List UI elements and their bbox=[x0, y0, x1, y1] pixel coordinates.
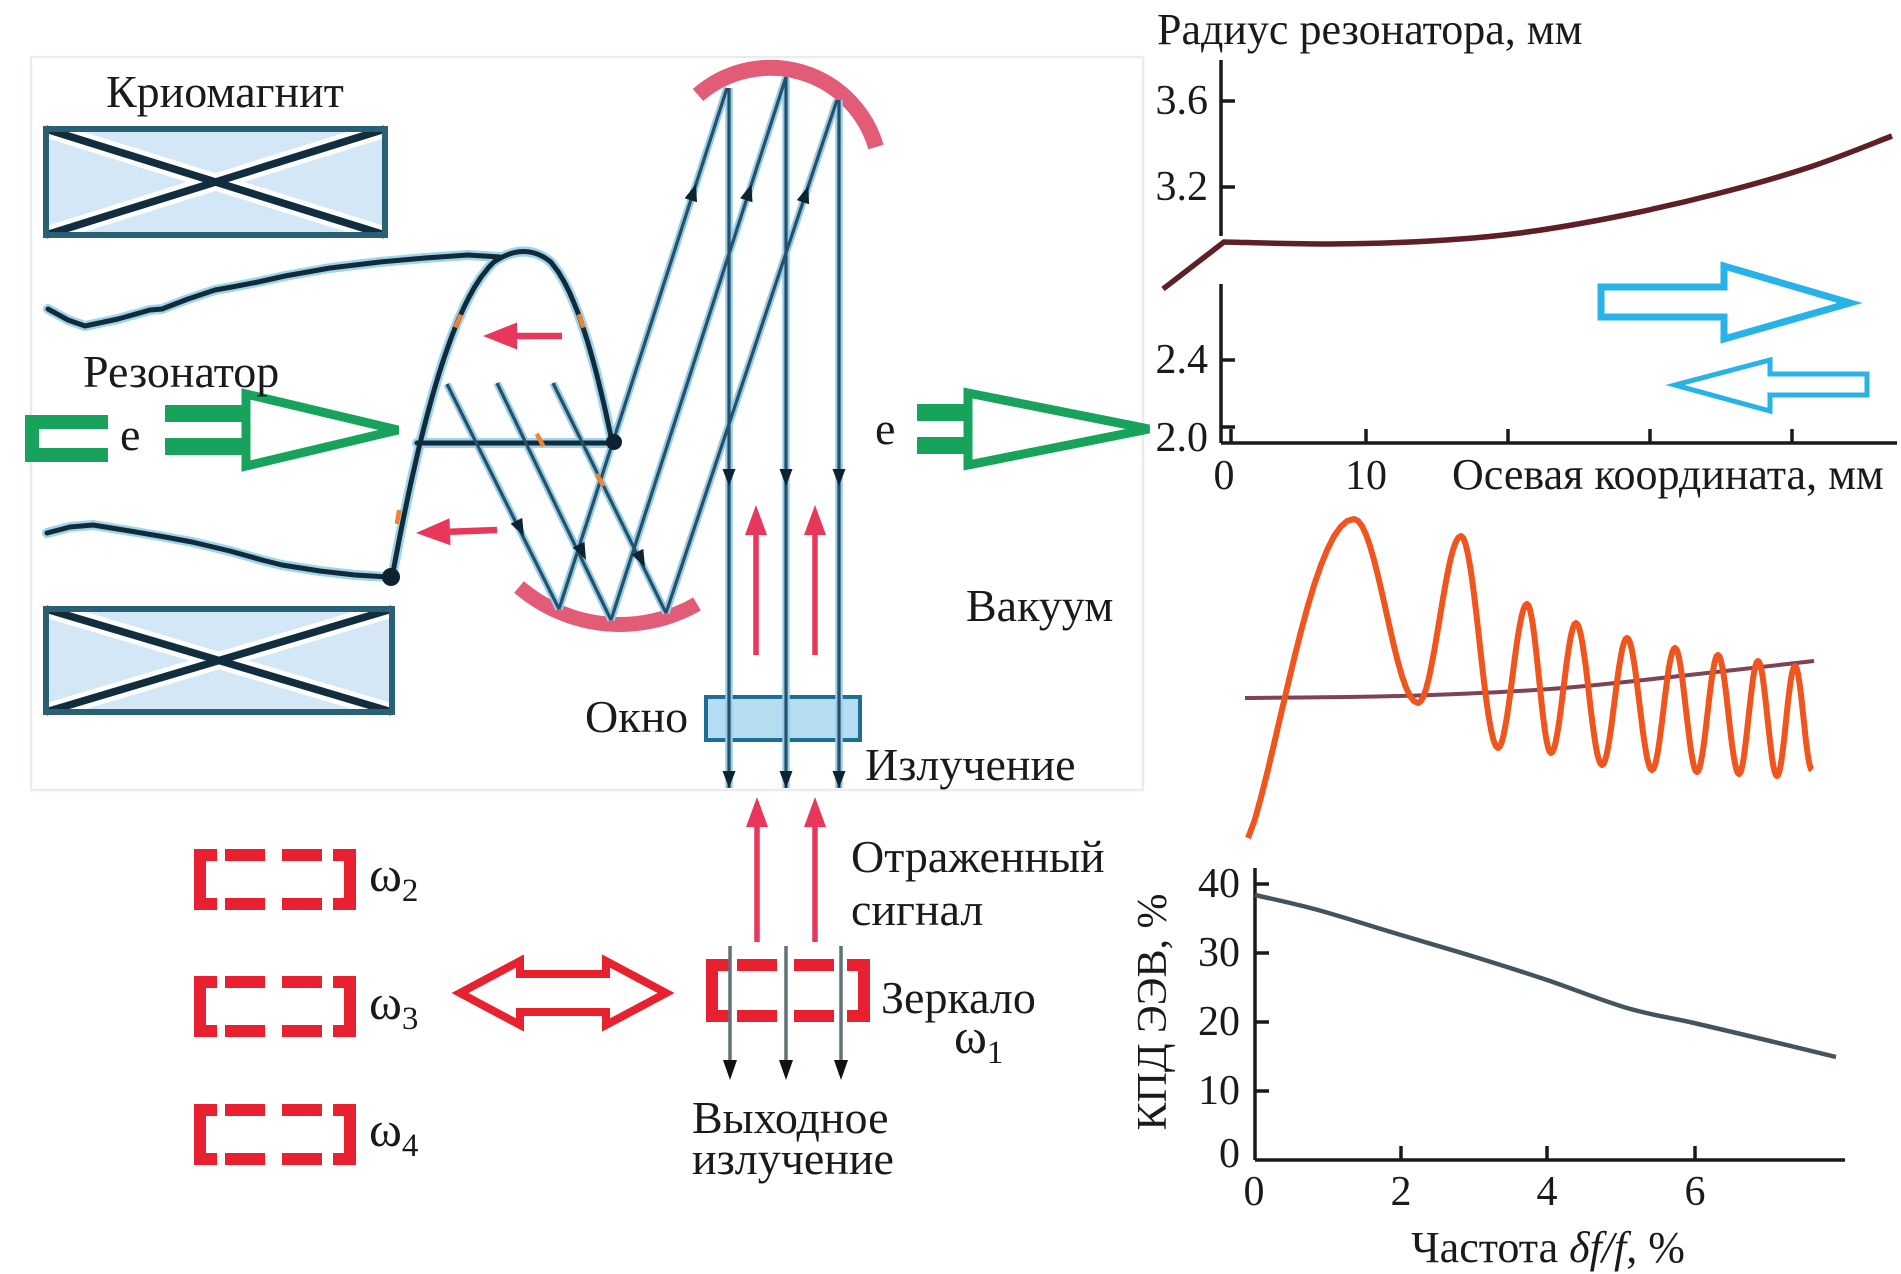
svg-text:Зеркало: Зеркало bbox=[881, 972, 1036, 1023]
svg-text:Радиус резонатора, мм: Радиус резонатора, мм bbox=[1157, 5, 1582, 54]
svg-text:КПД ЭЭВ, %: КПД ЭЭВ, % bbox=[1130, 894, 1176, 1131]
svg-text:10: 10 bbox=[1198, 1068, 1240, 1114]
svg-text:2.4: 2.4 bbox=[1156, 337, 1209, 383]
svg-text:Излучение: Излучение bbox=[865, 739, 1076, 790]
svg-text:10: 10 bbox=[1345, 453, 1387, 499]
svg-text:Отраженный: Отраженный bbox=[851, 831, 1105, 882]
svg-text:20: 20 bbox=[1198, 999, 1240, 1045]
svg-text:Криомагнит: Криомагнит bbox=[106, 66, 344, 117]
svg-text:излучение: излучение bbox=[692, 1133, 894, 1184]
svg-text:ω3: ω3 bbox=[369, 974, 418, 1037]
svg-text:0: 0 bbox=[1244, 1169, 1265, 1215]
svg-text:4: 4 bbox=[1537, 1169, 1558, 1215]
svg-text:0: 0 bbox=[1214, 453, 1235, 499]
svg-text:Частота δf/f, %: Частота δf/f, % bbox=[1411, 1223, 1685, 1272]
svg-text:6: 6 bbox=[1685, 1169, 1706, 1215]
svg-text:Выходное: Выходное bbox=[692, 1092, 889, 1143]
svg-text:ω1: ω1 bbox=[954, 1008, 1003, 1071]
svg-text:3.2: 3.2 bbox=[1156, 164, 1209, 210]
svg-text:Осевая координата, мм: Осевая координата, мм bbox=[1452, 450, 1884, 499]
svg-text:e: e bbox=[120, 409, 140, 460]
svg-text:0: 0 bbox=[1219, 1131, 1240, 1177]
svg-text:2.0: 2.0 bbox=[1156, 415, 1209, 461]
svg-text:Вакуум: Вакуум bbox=[966, 580, 1113, 631]
svg-text:сигнал: сигнал bbox=[851, 884, 983, 935]
svg-text:2: 2 bbox=[1391, 1169, 1412, 1215]
svg-text:30: 30 bbox=[1198, 930, 1240, 976]
svg-text:40: 40 bbox=[1198, 861, 1240, 907]
svg-text:Резонатор: Резонатор bbox=[83, 346, 279, 397]
svg-text:3.6: 3.6 bbox=[1156, 78, 1209, 124]
svg-text:Окно: Окно bbox=[585, 691, 688, 742]
svg-text:e: e bbox=[875, 403, 895, 454]
